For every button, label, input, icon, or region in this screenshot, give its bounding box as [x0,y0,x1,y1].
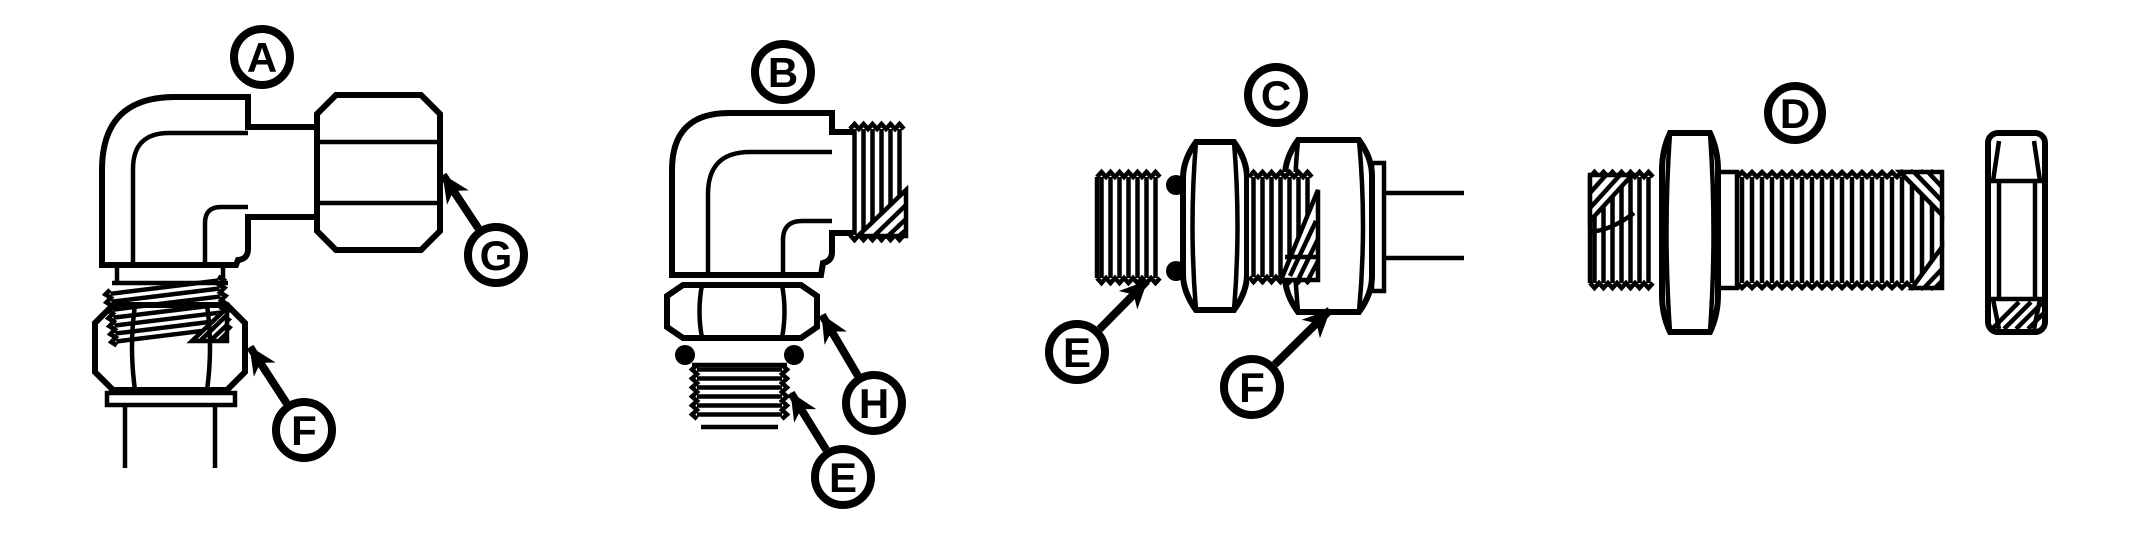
callout-letter: F [1239,364,1265,411]
callout-letter: D [1780,90,1810,137]
locknut-detail-lines [1988,140,2045,330]
callout-letter: B [768,49,798,96]
leader-arrow [818,312,862,378]
jam-nut-facets [697,284,787,339]
leader-arrow [1096,278,1150,333]
callout-letter: E [829,454,857,501]
callout-circle [751,40,815,104]
tube-lines [1384,190,1464,261]
callout-letter: A [247,34,277,81]
hex-body-facets [1190,141,1240,311]
callout-b-3: B [751,40,815,104]
callout-d-9: D [1764,82,1826,144]
hatch-lines [1588,173,1622,210]
callout-letter: F [291,407,317,454]
tube-nut-facets [129,304,213,391]
o-ring-top [1166,175,1186,195]
callout-circle [272,398,336,462]
o-ring-bottom [1166,261,1186,281]
swivel-nut-outline [314,92,443,253]
hatch-lines-bottom [1922,267,1944,290]
fitting-b-elbow [664,110,909,430]
swivel-nut-facet-lines [317,139,440,206]
male-threads [1095,168,1162,287]
fitting-a-elbow [92,92,443,468]
elbow-inner-arc [705,149,832,275]
section-arc [1589,211,1636,235]
callout-c-6: C [1244,63,1308,127]
callout-a-0: A [230,25,294,89]
leader-arrow [439,172,482,231]
callout-letter: E [1063,329,1091,376]
leader-arrow [1271,307,1333,368]
callout-g-1: G [439,172,528,287]
callout-circle [842,371,906,435]
hatch-lines [1287,220,1321,282]
callout-f-8: F [1220,307,1333,419]
hatch-lines [198,313,229,343]
callout-e-5: E [787,390,875,509]
elbow-inner-arc [130,130,248,265]
callout-circle [230,25,294,89]
fitting-d-bulkhead [1587,130,2048,335]
tube-lines [122,405,218,468]
collar [1369,160,1387,294]
callout-circle [1244,63,1308,127]
callout-letter: G [480,232,513,279]
callout-e-7: E [1045,278,1150,384]
o-ring-left [675,345,695,365]
callout-letter: H [859,380,889,427]
tube-nut-outline [92,302,248,393]
leader-arrow [787,390,830,452]
leader-arrow [246,344,290,406]
jam-nut-outline [664,282,820,341]
callout-letter: C [1261,72,1291,119]
callout-circle [811,445,875,509]
washer [104,390,238,408]
long-threads [1735,168,1939,292]
hatch-lines-top [1912,170,1944,203]
cutaway-hatch-wedge-top [1894,169,1945,221]
cutaway-hatch-wedge-left [1587,172,1638,227]
callout-f-2: F [246,344,336,462]
elbow-inner-arc-small [202,204,248,265]
o-ring-right [784,345,804,365]
locknut-hatch-band [1990,300,2046,331]
elbow-body-outline [669,110,853,278]
elbow-body-outline [99,94,320,268]
locknut-side-outline [1985,130,2048,335]
cutaway-hatch-wedge [852,184,909,239]
callout-circle [1045,320,1109,384]
male-threads [688,363,791,421]
fitting-c-connector [1094,137,1464,315]
collar [1718,169,1740,291]
hex-nut-facets [1664,132,1716,333]
callout-h-4: H [818,312,906,435]
callout-circle [1764,82,1826,144]
callout-circle [464,223,528,287]
callout-circle [1220,355,1284,419]
elbow-inner-arc-small [780,218,832,275]
hatch-lines [872,203,908,238]
